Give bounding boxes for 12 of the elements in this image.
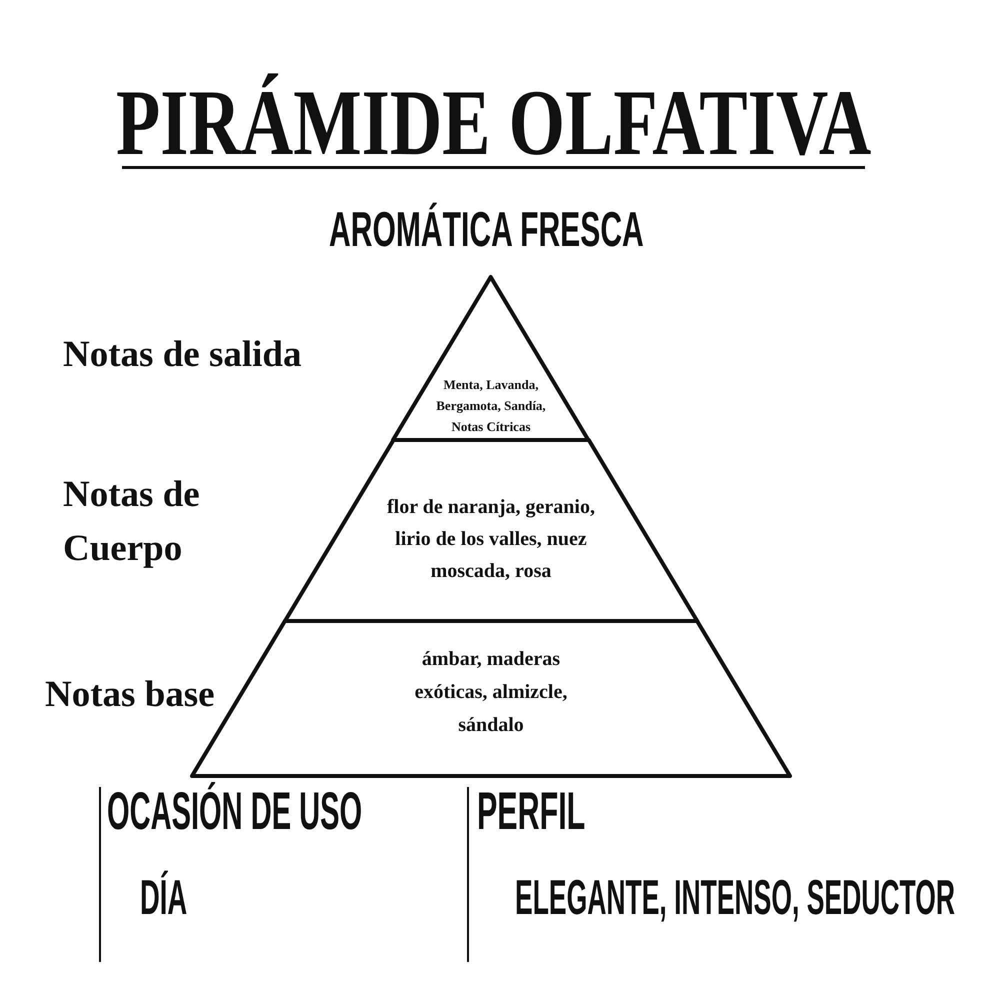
tier-notes: flor de naranja, geranio, lirio de los valles, nuez moscada, rosa	[386, 495, 596, 584]
column-heading: OCASIÓN DE USO	[107, 780, 362, 843]
column-value: ELEGANTE, INTENSO, SEDUCTOR	[515, 870, 956, 927]
subtitle: AROMÁTICA FRESCA	[328, 202, 644, 259]
tier-notes: ámbar, maderas exóticas, almizcle, sándalo	[414, 647, 568, 738]
column-value: DÍA	[140, 870, 188, 927]
tier-notes: Menta, Lavanda, Bergamota, Sandía, Notas Cítricas	[435, 376, 547, 436]
column-heading: PERFIL	[477, 780, 586, 843]
tier-label: Notas de Cuerpo	[63, 473, 201, 571]
tier-label: Notas base	[45, 673, 215, 717]
tier-label: Notas de salida	[63, 333, 302, 377]
page-title: PIRÁMIDE OLFATIVA	[116, 70, 871, 164]
